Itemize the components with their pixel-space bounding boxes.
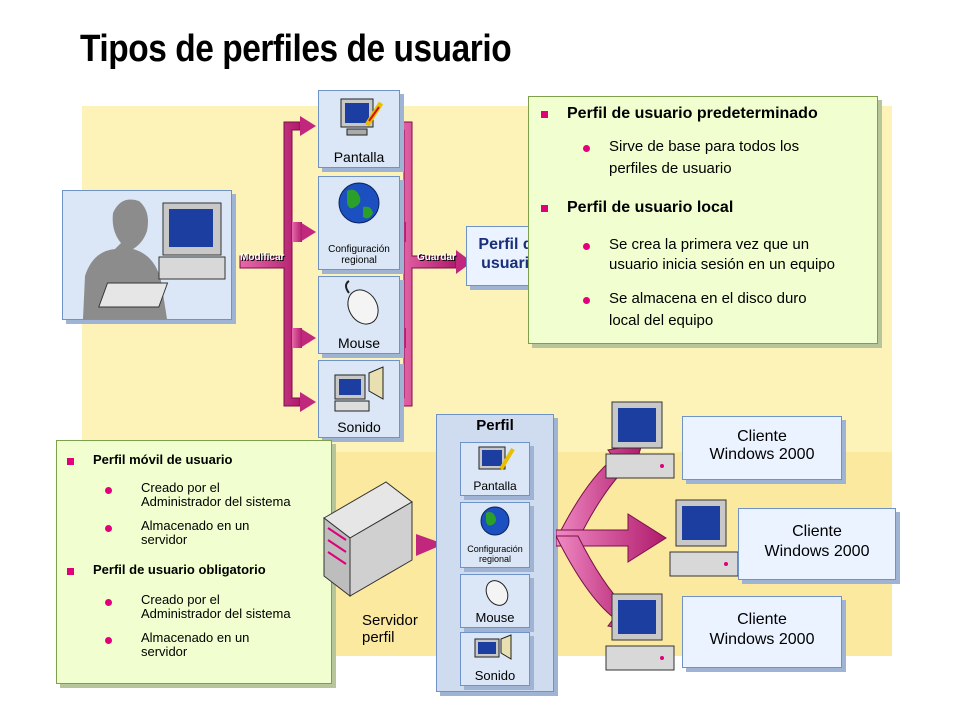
roaming-desc-4: servidor xyxy=(141,532,188,547)
user-profile-line2: usuario xyxy=(481,255,539,272)
page-title: Tipos de perfiles de usuario xyxy=(80,28,512,70)
default-profile-desc-2: perfiles de usuario xyxy=(609,160,732,177)
sound-tile: Sonido xyxy=(318,360,400,438)
client-2-line1: Cliente xyxy=(792,523,842,540)
display-label: Pantalla xyxy=(333,149,385,165)
mandatory-desc-3: Almacenado en un xyxy=(141,630,250,645)
computer-icon xyxy=(605,593,675,671)
mandatory-desc-2: Administrador del sistema xyxy=(141,606,291,621)
bullet-square xyxy=(67,568,74,575)
regional-settings-line2: regional xyxy=(341,255,377,266)
mandatory-desc-1: Creado por el xyxy=(141,592,220,607)
profile-regional-tile: Configuración regional xyxy=(460,502,530,568)
user-profile-line1: Perfil de xyxy=(478,236,542,253)
client-3-line1: Cliente xyxy=(737,611,787,628)
mouse-icon xyxy=(345,280,379,325)
bullet-square xyxy=(67,458,74,465)
regional-settings-label: Configuración regional xyxy=(319,244,399,266)
profile-sound-tile: Sonido xyxy=(460,632,530,686)
regional-settings-tile: Configuración regional xyxy=(318,176,400,270)
computer-icon xyxy=(669,499,739,577)
roaming-desc-1: Creado por el xyxy=(141,480,220,495)
server-icon xyxy=(323,481,444,598)
sound-icon xyxy=(474,634,512,660)
user-icon xyxy=(83,199,226,319)
modify-label: Modificar xyxy=(240,252,285,263)
mandatory-profile-heading: Perfil de usuario obligatorio xyxy=(93,562,266,577)
local-profile-desc-1: Se crea la primera vez que un xyxy=(609,236,810,253)
bullet-square xyxy=(541,111,548,118)
bullet-square xyxy=(541,205,548,212)
profile-column-title: Perfil xyxy=(476,417,514,434)
roaming-desc-3: Almacenado en un xyxy=(141,518,250,533)
profile-regional-line1: Configuración xyxy=(467,544,523,554)
server-label: Servidor perfil xyxy=(362,612,418,646)
roaming-profile-panel: Perfil móvil de usuario Creado por el Ad… xyxy=(56,440,332,684)
server-label-line1: Servidor xyxy=(362,612,418,629)
roaming-profile-heading: Perfil móvil de usuario xyxy=(93,452,233,467)
regional-settings-line1: Configuración xyxy=(328,244,390,255)
profile-display-label: Pantalla xyxy=(473,479,517,493)
profile-regional-line2: regional xyxy=(478,554,512,564)
mouse-tile: Mouse xyxy=(318,276,400,354)
default-profile-desc-1: Sirve de base para todos los xyxy=(609,138,800,155)
client-2-line2: Windows 2000 xyxy=(764,543,870,560)
local-profile-panel: Perfil de usuario predeterminado Sirve d… xyxy=(528,96,878,344)
local-profile-desc-4: local del equipo xyxy=(609,312,714,329)
local-profile-desc-2: usuario inicia sesión en un equipo xyxy=(609,256,835,273)
profile-mouse-tile: Mouse xyxy=(460,574,530,628)
client-1-line1: Cliente xyxy=(737,428,787,445)
bullet-dot xyxy=(583,243,590,250)
globe-icon xyxy=(338,182,380,224)
client-3-line2: Windows 2000 xyxy=(709,631,815,648)
local-profile-desc-3: Se almacena en el disco duro xyxy=(609,290,807,307)
sound-icon xyxy=(334,366,384,412)
save-label: Guardar xyxy=(417,252,456,263)
default-profile-heading: Perfil de usuario predeterminado xyxy=(567,105,818,122)
display-icon xyxy=(478,446,515,471)
mouse-icon xyxy=(485,580,509,606)
user-computer-illustration xyxy=(62,190,232,320)
mandatory-desc-4: servidor xyxy=(141,644,188,659)
computer-icon xyxy=(605,401,675,479)
client-box-1: Cliente Windows 2000 xyxy=(682,416,842,480)
modify-save-arrows xyxy=(239,116,472,412)
bullet-dot xyxy=(105,599,112,606)
bullet-dot xyxy=(105,637,112,644)
profile-regional-label: Configuración regional xyxy=(461,544,529,564)
bullet-dot xyxy=(583,145,590,152)
profile-display-tile: Pantalla xyxy=(460,442,530,496)
bullet-dot xyxy=(105,487,112,494)
local-profile-heading: Perfil de usuario local xyxy=(567,199,734,216)
profile-sound-label: Sonido xyxy=(474,668,516,683)
server-label-line2: perfil xyxy=(362,629,395,646)
client-box-2: Cliente Windows 2000 xyxy=(738,508,896,580)
client-box-3: Cliente Windows 2000 xyxy=(682,596,842,668)
bullet-dot xyxy=(583,297,590,304)
roaming-desc-2: Administrador del sistema xyxy=(141,494,291,509)
display-tile: Pantalla xyxy=(318,90,400,168)
mouse-label: Mouse xyxy=(337,335,381,351)
globe-icon xyxy=(480,506,510,536)
display-icon xyxy=(340,98,384,136)
profile-mouse-label: Mouse xyxy=(475,610,515,625)
bullet-dot xyxy=(105,525,112,532)
sound-label: Sonido xyxy=(337,419,381,435)
client-1-line2: Windows 2000 xyxy=(709,446,815,463)
